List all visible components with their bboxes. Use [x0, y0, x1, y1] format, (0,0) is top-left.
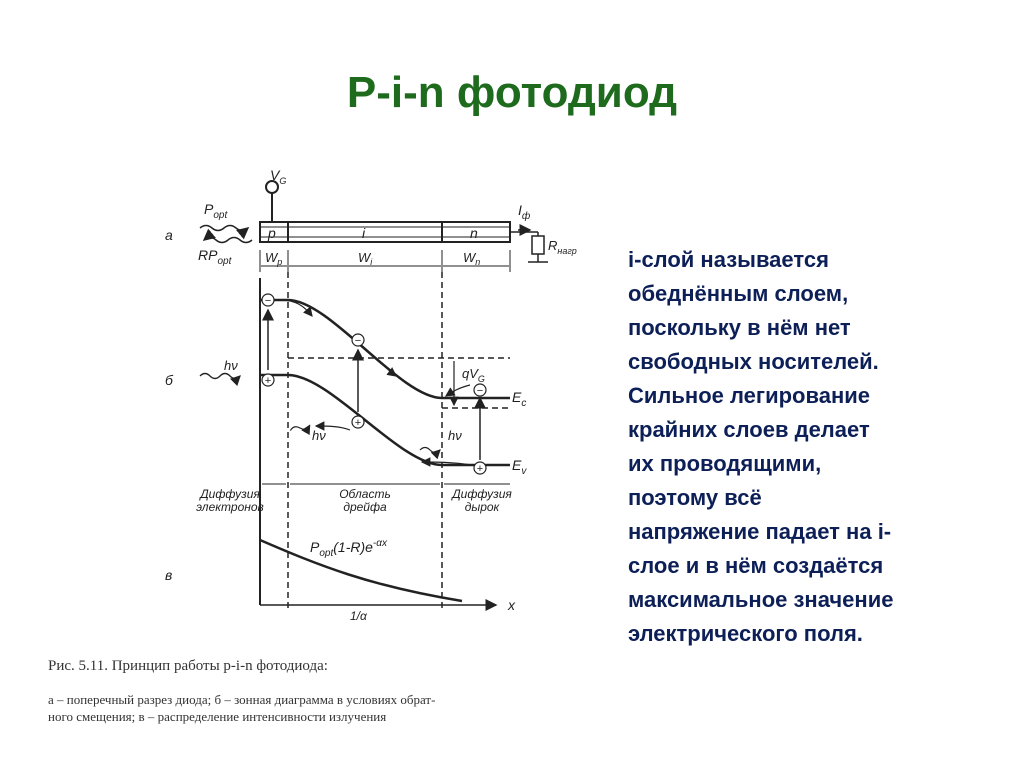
- explanation-line: обеднённым слоем,: [628, 281, 849, 306]
- figure-svg: а б в VG Popt RPopt Iф Rнагр p i n Wp Wi…: [165, 167, 577, 620]
- intensity-curve: [259, 538, 463, 603]
- valence-band: [260, 373, 510, 467]
- popt-label: Popt: [204, 201, 228, 221]
- hv-label-1: hν: [224, 358, 238, 373]
- hv-label-2: hν: [312, 428, 326, 443]
- electron-3-sign: −: [477, 385, 483, 397]
- ev-label: Ev: [512, 457, 527, 477]
- absorption-depth-label: 1/α: [350, 609, 368, 620]
- explanation-line: их проводящими,: [628, 451, 822, 476]
- explanation-line: максимальное значение: [628, 587, 894, 612]
- explanation-line: свободных носителей.: [628, 349, 879, 374]
- rload-label: Rнагр: [548, 238, 577, 256]
- caption-sub-line2: ного смещения; в – распределение интенси…: [48, 709, 387, 724]
- intensity-formula: Popt(1-R)e-αx: [310, 538, 388, 559]
- figure-caption: Рис. 5.11. Принцип работы p-i-n фотодиод…: [48, 658, 568, 725]
- caption-sub-line1: а – поперечный разрез диода; б – зонная …: [48, 692, 436, 707]
- carriers: [261, 293, 487, 475]
- explanation-line: слое и в нём создаётся: [628, 553, 884, 578]
- explanation-line: крайних слоев делает: [628, 417, 870, 442]
- explanation-line: электрического поля.: [628, 621, 863, 646]
- panel-b-label: б: [165, 372, 174, 388]
- explanation-line: поэтому всё: [628, 485, 762, 510]
- panel-c-label: в: [165, 567, 172, 583]
- electron-3: [473, 383, 487, 397]
- intensity-plot: [259, 538, 498, 611]
- x-axis-label: x: [507, 597, 516, 613]
- if-label: Iф: [518, 202, 531, 222]
- electron-1-sign: −: [265, 295, 271, 307]
- diffusion-electrons-line2: электронов: [196, 500, 264, 514]
- wi-label: Wi: [358, 250, 373, 267]
- n-region-label: n: [470, 225, 478, 241]
- wp-label: Wp: [265, 250, 282, 267]
- hole-1-sign: +: [265, 375, 271, 387]
- ec-label: Ec: [512, 389, 526, 409]
- band-diagram: [199, 298, 510, 467]
- caption-sub: а – поперечный разрез диода; б – зонная …: [48, 691, 568, 725]
- hole-2-sign: +: [355, 417, 361, 429]
- explanation-line: поскольку в нём нет: [628, 315, 851, 340]
- panel-a-label: а: [165, 227, 173, 243]
- region-boundaries: [287, 272, 443, 610]
- hole-2: [351, 415, 365, 429]
- p-region-label: p: [267, 225, 276, 241]
- qvg-label: qVG: [462, 366, 485, 384]
- vg-label: VG: [270, 167, 286, 186]
- caption-main: Рис. 5.11. Принцип работы p-i-n фотодиод…: [48, 658, 328, 674]
- hole-3: [473, 461, 487, 475]
- wn-label: Wn: [463, 250, 480, 267]
- explanation-text: i-слой называется обеднённым слоем, поск…: [628, 243, 993, 651]
- explanation-line: Сильное легирование: [628, 383, 870, 408]
- i-region-label: i: [362, 225, 366, 241]
- explanation-line: i-слой называется: [628, 247, 829, 272]
- electron-2: [351, 333, 365, 347]
- hole-1: [261, 373, 275, 387]
- explanation-line: напряжение падает на i-: [628, 519, 892, 544]
- conduction-band: [260, 298, 510, 400]
- drift-region-line1: Область: [339, 487, 391, 501]
- diffusion-holes-line1: Диффузия: [450, 487, 512, 501]
- hole-3-sign: +: [477, 463, 483, 475]
- slide-title: P-i-n фотодиод: [346, 68, 678, 117]
- hv-label-3: hν: [448, 428, 462, 443]
- pin-photodiode-figure: а б в VG Popt RPopt Iф Rнагр p i n Wp Wi…: [140, 150, 620, 620]
- diffusion-electrons-line1: Диффузия: [198, 487, 260, 501]
- device-cross-section: [199, 180, 548, 272]
- electron-1: [261, 293, 275, 307]
- diffusion-holes-line2: дырок: [465, 500, 501, 514]
- rpopt-label: RPopt: [198, 247, 233, 267]
- electron-2-sign: −: [355, 335, 361, 347]
- drift-region-line2: дрейфа: [343, 500, 387, 514]
- load-resistor: [531, 235, 545, 255]
